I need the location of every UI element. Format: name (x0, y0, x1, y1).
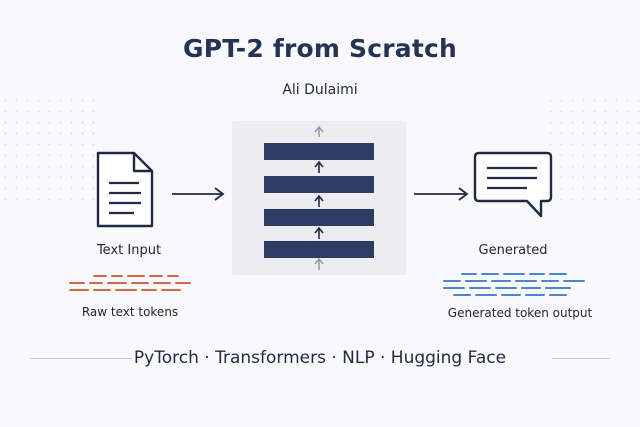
dot-pattern-right (545, 95, 640, 205)
document-icon (96, 151, 154, 228)
input-token-dashes (69, 275, 191, 291)
footer-divider-right (552, 358, 610, 359)
output-sublabel: Generated token output (447, 306, 593, 320)
output-label: Generated (478, 243, 548, 258)
transformer-layer (264, 176, 374, 193)
input-sublabel: Raw text tokens (81, 305, 179, 319)
dot-pattern-left (0, 95, 95, 205)
transformer-layer (264, 143, 374, 160)
page-title: GPT-2 from Scratch (182, 34, 458, 63)
transformer-layer (264, 209, 374, 226)
transformer-stack (314, 125, 324, 270)
input-label: Text Input (96, 243, 162, 258)
author-name: Ali Dulaimi (282, 82, 358, 98)
chat-bubble-icon (473, 151, 553, 218)
arrow-right-icon (172, 187, 225, 201)
footer-divider-left (30, 358, 132, 359)
arrow-right-icon (414, 187, 469, 201)
output-token-dashes (443, 273, 585, 296)
tech-stack-footer: PyTorch · Transformers · NLP · Hugging F… (133, 348, 507, 368)
transformer-layer (264, 241, 374, 258)
